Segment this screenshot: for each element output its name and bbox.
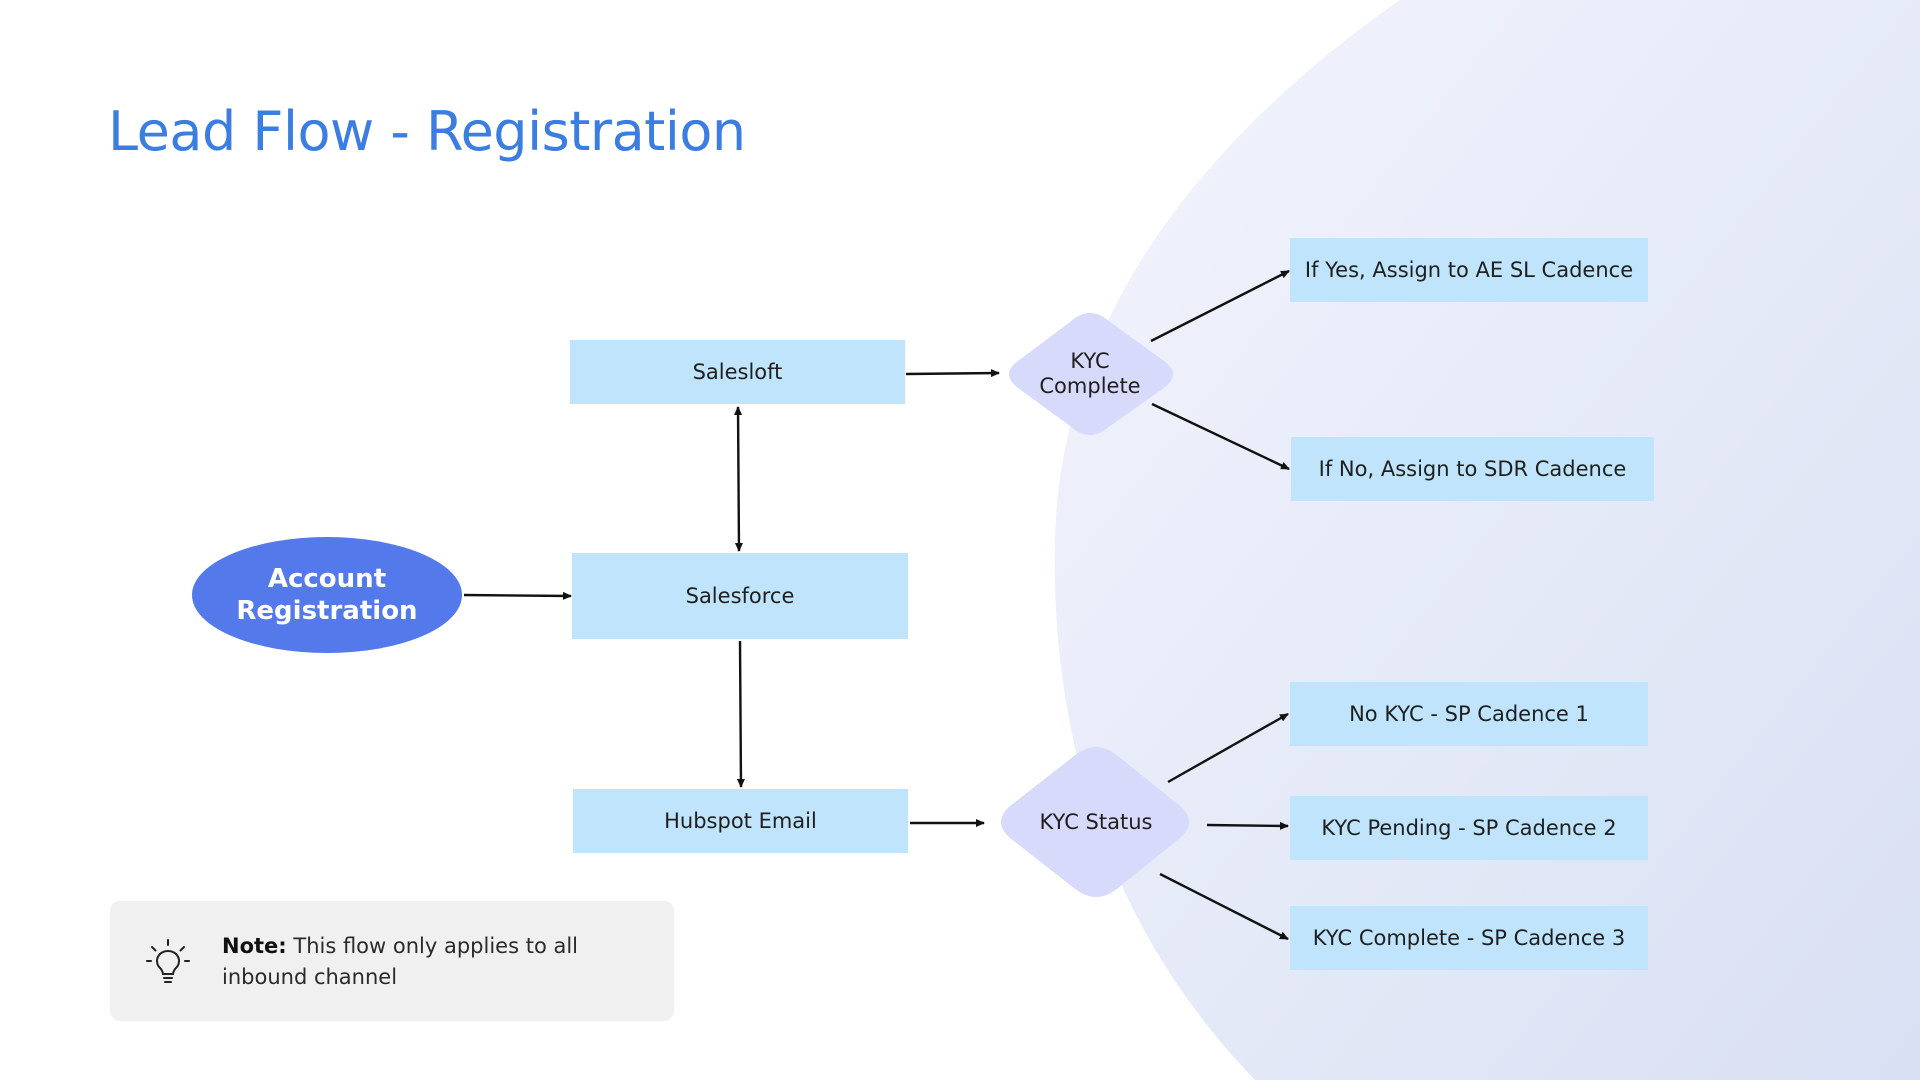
start-line-1: Account [267, 564, 387, 594]
outcome-sp3-label: KYC Complete - SP Cadence 3 [1312, 926, 1626, 950]
lightbulb-icon [146, 939, 190, 983]
arrow-kyc-complete-no [1151, 402, 1290, 471]
outcome-sp2-box: KYC Pending - SP Cadence 2 [1290, 796, 1648, 860]
hubspot-email-box: Hubspot Email [573, 789, 908, 853]
arrow-kyc-status-sp1 [1167, 712, 1289, 784]
kyc-complete-label: KYC Complete [1010, 334, 1170, 414]
hubspot-email-label: Hubspot Email [664, 809, 817, 833]
kyc-status-diamond [1001, 747, 1189, 897]
arrow-kyc-status-sp2 [1206, 821, 1289, 830]
outcome-no-label: If No, Assign to SDR Cadence [1318, 457, 1627, 481]
arrow-kyc-complete-yes [1150, 269, 1290, 343]
outcome-sp2-label: KYC Pending - SP Cadence 2 [1321, 816, 1617, 840]
outcome-no-box: If No, Assign to SDR Cadence [1291, 437, 1654, 501]
arrow-salesforce-hubspot [736, 640, 745, 788]
outcome-yes-label: If Yes, Assign to AE SL Cadence [1304, 258, 1634, 282]
kyc-complete-line-1: KYC [1070, 349, 1110, 373]
note-text: Note: This flow only applies to all inbo… [222, 931, 642, 993]
outcome-yes-box: If Yes, Assign to AE SL Cadence [1290, 238, 1648, 302]
outcome-sp3-box: KYC Complete - SP Cadence 3 [1290, 906, 1648, 970]
arrow-registration-salesforce [463, 591, 572, 600]
arrow-salesloft-salesforce [734, 406, 743, 552]
arrow-kyc-status-sp3 [1159, 872, 1289, 941]
start-line-2: Registration [236, 596, 418, 626]
salesloft-box: Salesloft [570, 340, 905, 404]
kyc-status-text: KYC Status [1039, 809, 1153, 834]
outcome-sp1-label: No KYC - SP Cadence 1 [1349, 702, 1589, 726]
page-title: Lead Flow - Registration [108, 100, 746, 163]
note-body: This flow only applies to all inbound ch… [222, 934, 579, 989]
outcome-sp1-box: No KYC - SP Cadence 1 [1290, 682, 1648, 746]
note-box: Note: This flow only applies to all inbo… [110, 901, 674, 1021]
salesforce-box: Salesforce [572, 553, 908, 639]
note-label: Note: [222, 934, 287, 958]
arrow-salesloft-kyc-complete [905, 369, 1000, 378]
account-registration-oval: Account Registration [192, 537, 462, 653]
salesloft-label: Salesloft [692, 360, 783, 384]
kyc-complete-line-2: Complete [1039, 374, 1141, 398]
salesforce-label: Salesforce [685, 584, 795, 608]
kyc-status-label: KYC Status [1010, 796, 1182, 848]
kyc-complete-diamond [1009, 313, 1173, 435]
background-arc [1054, 0, 1920, 1080]
